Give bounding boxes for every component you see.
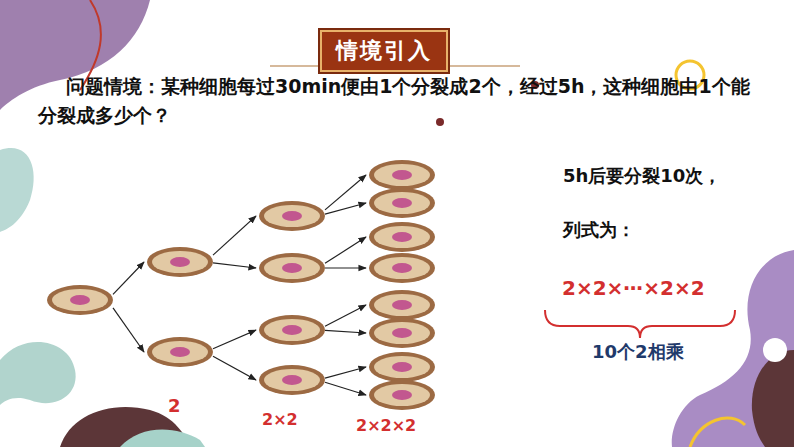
cell-wall <box>369 318 435 348</box>
blob <box>0 148 34 232</box>
curve <box>690 418 745 447</box>
cytoplasm <box>52 289 108 311</box>
cell <box>369 253 435 283</box>
blob <box>0 342 76 405</box>
cytoplasm <box>374 356 430 378</box>
nucleus <box>392 263 412 273</box>
column-label: 2×2×2 <box>356 416 416 435</box>
nucleus <box>170 347 190 357</box>
blob <box>745 40 794 140</box>
cell-wall <box>369 188 435 218</box>
nucleus <box>392 362 412 372</box>
cell <box>47 285 113 315</box>
cell-wall <box>369 352 435 382</box>
division-arrow <box>113 308 144 352</box>
nucleus <box>392 300 412 310</box>
cell <box>259 365 325 395</box>
cytoplasm <box>264 257 320 279</box>
nucleus <box>70 295 90 305</box>
cell-wall <box>259 253 325 283</box>
note-text: 列式为： <box>563 218 635 242</box>
cytoplasm <box>264 205 320 227</box>
cytoplasm <box>374 164 430 186</box>
cell-wall <box>259 201 325 231</box>
cytoplasm <box>374 294 430 316</box>
cytoplasm <box>374 384 430 406</box>
cell <box>369 160 435 190</box>
cell-wall <box>369 160 435 190</box>
cytoplasm <box>374 257 430 279</box>
cytoplasm <box>264 319 320 341</box>
cytoplasm <box>264 369 320 391</box>
cell <box>259 253 325 283</box>
cell <box>369 380 435 410</box>
cytoplasm <box>374 226 430 248</box>
cell <box>147 247 213 277</box>
column-label: 2 <box>168 395 181 416</box>
nucleus <box>282 375 302 385</box>
formula-note: 10个2相乘 <box>592 340 684 364</box>
cytoplasm <box>374 322 430 344</box>
blob <box>752 350 794 447</box>
division-arrow <box>213 356 256 380</box>
dot <box>436 118 444 126</box>
cell-wall <box>47 285 113 315</box>
column-label: 2×2 <box>262 410 298 429</box>
cell <box>369 188 435 218</box>
cell <box>369 352 435 382</box>
nucleus <box>282 263 302 273</box>
cell-wall <box>369 290 435 320</box>
cell <box>369 222 435 252</box>
cell <box>369 318 435 348</box>
division-arrow <box>113 262 144 294</box>
cell-wall <box>259 315 325 345</box>
cell-wall <box>369 380 435 410</box>
cytoplasm <box>152 251 208 273</box>
title-banner: 情境引入 <box>320 30 448 72</box>
dot <box>763 338 787 362</box>
nucleus <box>282 325 302 335</box>
cell-wall <box>147 337 213 367</box>
nucleus <box>392 328 412 338</box>
division-arrow <box>325 382 366 395</box>
division-arrow <box>213 216 256 255</box>
nucleus <box>282 211 302 221</box>
problem-text: 问题情境：某种细胞每过30min便由1个分裂成2个，经过5h，这种细胞由1个能分… <box>38 72 768 131</box>
division-arrow <box>213 330 256 349</box>
division-arrow <box>325 330 366 333</box>
division-arrow <box>325 237 366 263</box>
note-text: 5h后要分裂10次， <box>563 164 721 188</box>
division-arrow <box>325 305 366 326</box>
nucleus <box>392 198 412 208</box>
cell-wall <box>147 247 213 277</box>
division-arrow <box>325 367 366 378</box>
cell <box>369 290 435 320</box>
formula: 2×2×⋯×2×2 <box>562 276 705 300</box>
brace <box>545 310 735 338</box>
blob <box>120 430 205 447</box>
division-arrow <box>325 203 366 214</box>
cell-wall <box>259 365 325 395</box>
cell <box>259 315 325 345</box>
cytoplasm <box>374 192 430 214</box>
cell-wall <box>369 253 435 283</box>
nucleus <box>392 232 412 242</box>
cell-wall <box>369 222 435 252</box>
nucleus <box>392 390 412 400</box>
cell <box>147 337 213 367</box>
nucleus <box>170 257 190 267</box>
division-arrow <box>325 267 366 268</box>
cytoplasm <box>152 341 208 363</box>
nucleus <box>392 170 412 180</box>
cell <box>259 201 325 231</box>
division-arrow <box>213 263 256 268</box>
